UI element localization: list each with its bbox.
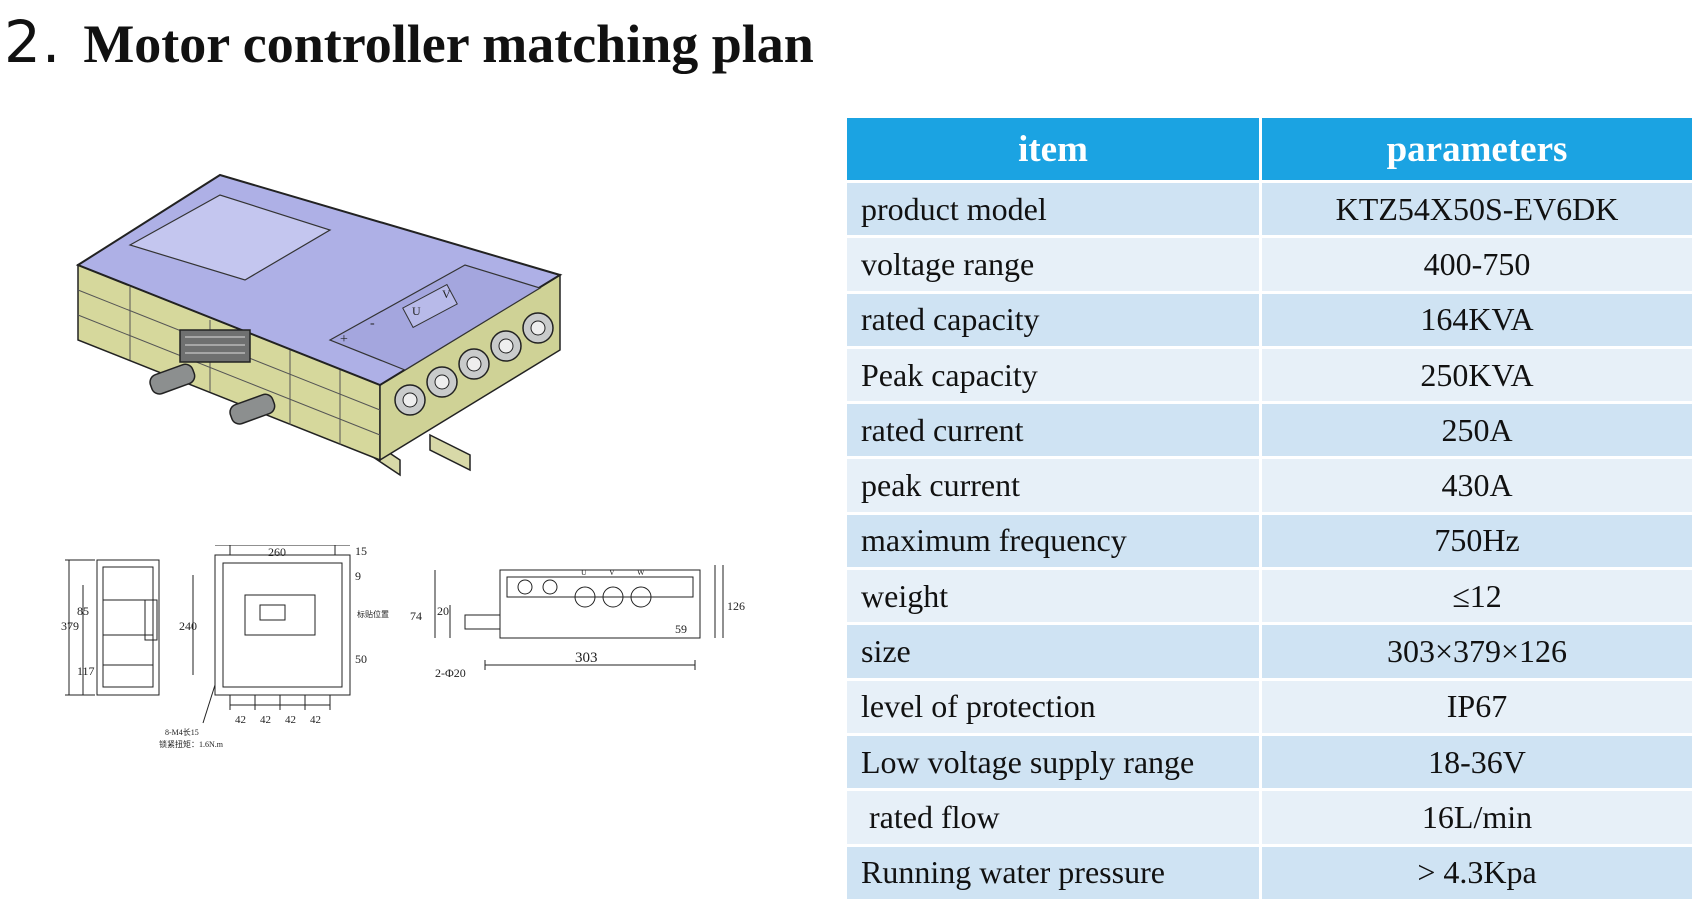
table-row: size 303×379×126 xyxy=(847,622,1692,678)
table-row: rated flow 16L/min xyxy=(847,788,1692,844)
row-item-label: Running water pressure xyxy=(847,843,1262,899)
dim-side-117: 117 xyxy=(77,664,95,678)
row-item-label: rated current xyxy=(847,401,1262,457)
dim-front-9: 9 xyxy=(355,569,361,583)
row-item-label: peak current xyxy=(847,456,1262,512)
page-heading: 2. Motor controller matching plan xyxy=(0,8,814,88)
table-row: Running water pressure > 4.3Kpa xyxy=(847,843,1692,899)
row-parameter-value: 400-750 xyxy=(1262,235,1692,291)
row-item-label: Peak capacity xyxy=(847,345,1262,402)
dim-side-85: 85 xyxy=(77,604,89,618)
dim-top-74: 74 xyxy=(410,609,422,623)
dim-front-pitch-2: 42 xyxy=(260,714,271,726)
dim-front-240: 240 xyxy=(179,619,197,633)
front-note-label-position: 标贴位置 xyxy=(357,609,389,619)
dim-top-20: 20 xyxy=(437,604,449,618)
table-row: product model KTZ54X50S-EV6DK xyxy=(847,180,1692,236)
row-parameter-value: 164KVA xyxy=(1262,290,1692,346)
row-item-label: rated capacity xyxy=(847,290,1262,346)
dim-side-379: 379 xyxy=(61,619,79,633)
dim-front-pitch-3: 42 xyxy=(285,714,296,726)
table-row: weight ≤12 xyxy=(847,567,1692,623)
table-row: maximum frequency 750Hz xyxy=(847,511,1692,568)
top-label-w: W xyxy=(637,568,645,577)
row-item-label: maximum frequency xyxy=(847,511,1262,568)
render-label-plus: + xyxy=(340,332,348,347)
table-row: rated current 250A xyxy=(847,401,1692,457)
front-note-screws: 8-M4长15 xyxy=(165,727,199,737)
dim-front-260: 260 xyxy=(268,545,286,559)
controller-render-svg: U V + - xyxy=(75,173,563,477)
table-row: Low voltage supply range 18-36V xyxy=(847,732,1692,789)
row-parameter-value: IP67 xyxy=(1262,677,1692,733)
table-row: voltage range 400-750 xyxy=(847,235,1692,291)
heading-title: Motor controller matching plan xyxy=(83,14,814,74)
row-parameter-value: 303×379×126 xyxy=(1262,622,1692,678)
front-note-torque: 锁紧扭矩：1.6N.m xyxy=(159,739,224,749)
dim-front-50: 50 xyxy=(355,652,367,666)
row-parameter-value: 430A xyxy=(1262,456,1692,512)
row-parameter-value: 250KVA xyxy=(1262,345,1692,402)
technical-drawings: 379 85 117 285 260 240 15 9 50 42 42 42 … xyxy=(55,531,775,785)
table-header-row: item parameters xyxy=(847,118,1692,180)
row-parameter-value: ≤12 xyxy=(1262,567,1692,623)
row-item-label: weight xyxy=(847,567,1262,623)
row-parameter-value: 750Hz xyxy=(1262,511,1692,568)
row-item-label: size xyxy=(847,622,1262,678)
header-parameters: parameters xyxy=(1262,118,1692,180)
row-item-label: Low voltage supply range xyxy=(847,732,1262,789)
render-label-u: U xyxy=(412,304,421,318)
signal-connector-shape xyxy=(179,329,251,363)
top-label-u: U xyxy=(581,568,587,577)
heading-number: 2. xyxy=(4,8,62,76)
table-row: level of protection IP67 xyxy=(847,677,1692,733)
table-row: rated capacity 164KVA xyxy=(847,290,1692,346)
top-label-v: V xyxy=(609,568,615,577)
row-parameter-value: 16L/min xyxy=(1262,788,1692,844)
controller-render-image: U V + - xyxy=(70,170,630,510)
render-label-v: V xyxy=(442,287,451,301)
row-parameter-value: 18-36V xyxy=(1262,732,1692,789)
dim-front-pitch-1: 42 xyxy=(235,714,246,726)
dim-top-phi20: 2-Φ20 xyxy=(435,666,466,680)
header-item: item xyxy=(847,118,1262,180)
row-item-label: rated flow xyxy=(847,788,1262,844)
dim-top-126: 126 xyxy=(727,599,745,613)
render-label-minus: - xyxy=(370,316,375,331)
table-row: Peak capacity 250KVA xyxy=(847,345,1692,402)
row-parameter-value: KTZ54X50S-EV6DK xyxy=(1262,180,1692,236)
dim-front-pitch-4: 42 xyxy=(310,714,321,726)
parameter-table: item parameters product model KTZ54X50S-… xyxy=(847,118,1692,899)
dim-top-303: 303 xyxy=(575,650,598,666)
row-item-label: product model xyxy=(847,180,1262,236)
row-item-label: level of protection xyxy=(847,677,1262,733)
dim-front-15: 15 xyxy=(355,545,367,558)
technical-drawings-svg: 379 85 117 285 260 240 15 9 50 42 42 42 … xyxy=(61,531,745,749)
table-row: peak current 430A xyxy=(847,456,1692,512)
row-parameter-value: > 4.3Kpa xyxy=(1262,843,1692,899)
row-parameter-value: 250A xyxy=(1262,401,1692,457)
dim-top-59: 59 xyxy=(675,622,687,636)
row-item-label: voltage range xyxy=(847,235,1262,291)
